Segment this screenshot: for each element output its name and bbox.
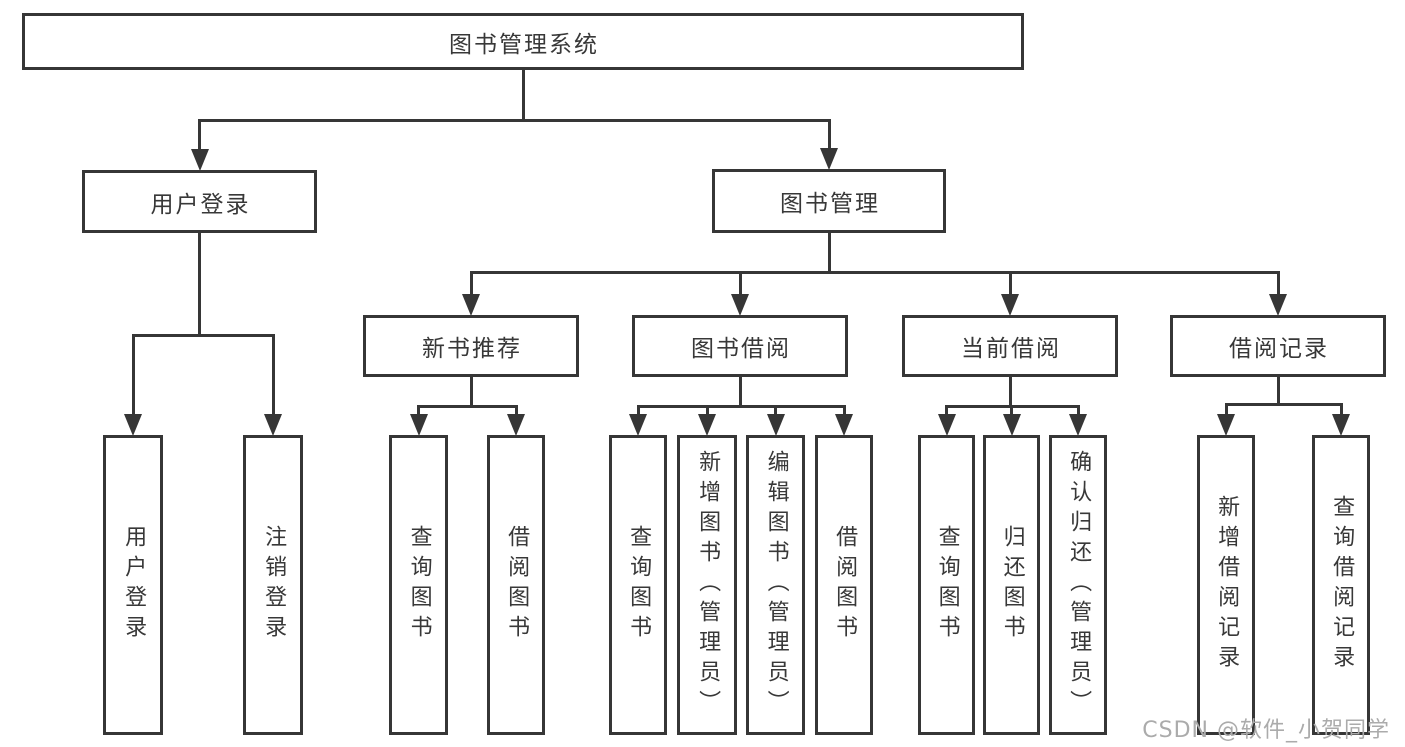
arrow-down-icon — [1001, 294, 1019, 316]
connector-line — [469, 377, 473, 408]
connector-line — [738, 377, 742, 408]
arrow-down-icon — [835, 414, 853, 436]
node-br-query-record: 查询借阅记录 — [1312, 435, 1370, 735]
connector-line — [1224, 404, 1228, 419]
connector-line — [945, 406, 948, 419]
node-rec-borrow-books: 借阅图书 — [487, 435, 545, 735]
connector-line — [1010, 406, 1013, 419]
connector-line — [198, 233, 201, 337]
node-label-rec-borrow-books: 借阅图书 — [504, 525, 530, 645]
connector-line — [1339, 404, 1343, 419]
connector-line — [417, 404, 518, 408]
connector-line — [1076, 406, 1080, 419]
arrow-down-icon — [1002, 414, 1021, 436]
node-label-new-book-rec: 新书推荐 — [422, 336, 522, 362]
connector-line — [1276, 272, 1280, 299]
node-label-rec-query-books: 查询图书 — [406, 525, 432, 645]
connector-line — [1276, 377, 1280, 406]
connector-line — [417, 406, 420, 419]
arrow-down-icon — [1069, 414, 1087, 436]
node-label-book-borrow: 图书借阅 — [691, 336, 791, 362]
connector-line — [514, 406, 518, 419]
node-label-cb-query-books: 查询图书 — [934, 525, 960, 645]
arrow-down-icon — [124, 414, 142, 436]
connector-line — [469, 270, 1280, 274]
node-book-mgmt: 图书管理 — [712, 169, 946, 233]
node-root: 图书管理系统 — [22, 13, 1024, 70]
node-bb-edit-books: 编辑图书（管理员） — [746, 435, 805, 735]
arrow-down-icon — [1332, 414, 1350, 436]
connector-line — [469, 272, 473, 299]
node-label-root: 图书管理系统 — [449, 31, 599, 58]
node-cb-query-books: 查询图书 — [918, 435, 975, 735]
connector-line — [198, 118, 831, 122]
arrow-down-icon — [190, 149, 209, 171]
connector-line — [636, 404, 846, 408]
arrow-down-icon — [820, 148, 838, 170]
node-label-current-borrow: 当前借阅 — [961, 336, 1061, 362]
arrow-down-icon — [264, 414, 282, 436]
node-logout-leaf: 注销登录 — [243, 435, 303, 735]
node-br-add-record: 新增借阅记录 — [1197, 435, 1255, 735]
arrow-down-icon — [1217, 414, 1235, 436]
node-label-bb-add-books: 新增图书（管理员） — [695, 450, 721, 720]
node-cb-return-books: 归还图书 — [983, 435, 1040, 735]
node-rec-query-books: 查询图书 — [389, 435, 448, 735]
connector-line — [738, 272, 742, 299]
node-current-borrow: 当前借阅 — [902, 315, 1118, 377]
connector-line — [131, 333, 275, 337]
connector-line — [521, 70, 525, 122]
connector-line — [1224, 402, 1343, 406]
node-bb-borrow-books: 借阅图书 — [815, 435, 873, 735]
connector-line — [774, 406, 777, 419]
node-label-bb-query-books: 查询图书 — [626, 525, 652, 645]
node-borrow-records: 借阅记录 — [1170, 315, 1386, 377]
node-bb-query-books: 查询图书 — [609, 435, 667, 735]
arrow-down-icon — [629, 414, 647, 436]
node-label-br-add-record: 新增借阅记录 — [1214, 495, 1240, 675]
node-label-cb-confirm-return: 确认归还（管理员） — [1066, 450, 1092, 720]
node-book-borrow: 图书借阅 — [632, 315, 848, 377]
arrow-down-icon — [462, 294, 480, 316]
node-new-book-rec: 新书推荐 — [363, 315, 579, 377]
connector-line — [131, 335, 135, 419]
node-label-br-query-record: 查询借阅记录 — [1329, 495, 1355, 675]
node-label-bb-edit-books: 编辑图书（管理员） — [763, 450, 789, 720]
node-bb-add-books: 新增图书（管理员） — [677, 435, 737, 735]
node-label-borrow-records: 借阅记录 — [1229, 336, 1329, 362]
node-label-cb-return-books: 归还图书 — [999, 525, 1025, 645]
arrow-down-icon — [731, 294, 749, 316]
connector-line — [842, 406, 846, 419]
node-user-login: 用户登录 — [82, 170, 317, 233]
node-label-logout-leaf: 注销登录 — [261, 525, 287, 645]
node-label-user-login-leaf: 用户登录 — [121, 525, 147, 645]
node-label-user-login: 用户登录 — [150, 191, 251, 218]
arrow-down-icon — [766, 414, 785, 436]
arrow-down-icon — [1269, 294, 1287, 316]
connector-line — [705, 406, 709, 419]
arrow-down-icon — [409, 414, 428, 436]
arrow-down-icon — [507, 414, 525, 436]
arrow-down-icon — [937, 414, 956, 436]
connector-line — [827, 120, 831, 153]
connector-line — [198, 120, 201, 154]
watermark: CSDN @软件_小贺同学 — [1142, 718, 1390, 743]
connector-line — [1008, 272, 1012, 299]
connector-line — [1008, 377, 1012, 408]
node-user-login-leaf: 用户登录 — [103, 435, 163, 735]
arrow-down-icon — [698, 414, 716, 436]
connector-line — [636, 406, 640, 419]
node-label-book-mgmt: 图书管理 — [780, 191, 880, 217]
node-label-bb-borrow-books: 借阅图书 — [832, 525, 858, 645]
connector-line — [271, 335, 275, 419]
node-cb-confirm-return: 确认归还（管理员） — [1049, 435, 1107, 735]
connector-line — [827, 233, 831, 274]
